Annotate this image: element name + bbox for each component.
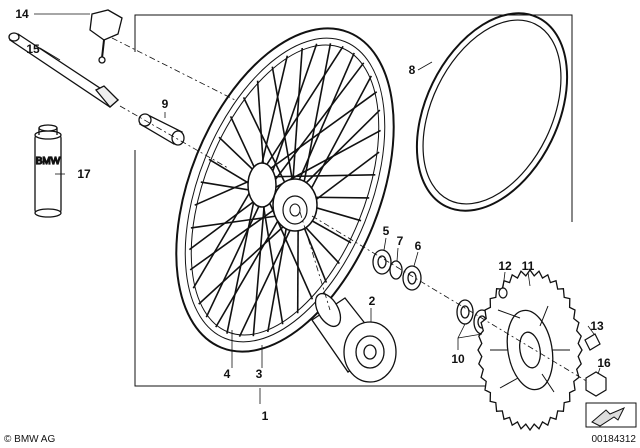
shaft-seal <box>402 265 422 291</box>
spoke <box>242 97 293 198</box>
spacer-sleeve <box>138 113 185 146</box>
part-number-10: 10 <box>451 352 465 366</box>
part-numbers: 1 2 3 4 5 6 7 8 9 10 11 12 13 14 15 16 1… <box>15 7 611 423</box>
spoke <box>205 192 266 318</box>
part-number-7: 7 <box>397 234 404 248</box>
wheel-bearing <box>372 249 392 275</box>
grease-can: BMW <box>34 124 62 218</box>
part-number-3: 3 <box>256 367 263 381</box>
spoke <box>198 212 299 305</box>
loose-hub <box>311 292 397 383</box>
part-number-11: 11 <box>522 259 535 273</box>
hex-bolt <box>585 371 607 397</box>
direction-arrow-icon <box>585 402 637 428</box>
spoke <box>258 91 378 178</box>
assembly-axis <box>111 37 589 383</box>
wheel-hub-assembled <box>247 162 318 232</box>
part-number-9: 9 <box>162 97 169 111</box>
part-number-6: 6 <box>415 239 422 253</box>
spoke <box>258 174 376 178</box>
disc-screw <box>584 333 601 351</box>
spoke <box>238 212 299 338</box>
tire-valve <box>89 9 123 64</box>
spoke <box>258 45 344 178</box>
spoke <box>258 55 289 178</box>
spoke <box>192 176 260 289</box>
part-number-14: 14 <box>15 7 29 21</box>
part-number-8: 8 <box>409 63 416 77</box>
part-number-12: 12 <box>498 259 512 273</box>
part-number-15: 15 <box>26 42 40 56</box>
can-label: BMW <box>36 156 61 167</box>
part-number-17: 17 <box>77 167 91 181</box>
part-number-4: 4 <box>224 367 231 381</box>
brake-disc <box>477 268 583 432</box>
washer <box>498 287 508 299</box>
part-number-16: 16 <box>597 356 611 370</box>
axle <box>8 32 120 108</box>
spoke <box>291 47 303 198</box>
part-number-13: 13 <box>590 319 604 333</box>
part-number-1: 1 <box>262 409 269 423</box>
part-number-5: 5 <box>383 224 390 238</box>
drawing-number: 00184312 <box>592 434 637 445</box>
copyright-notice: © BMW AG <box>4 434 55 445</box>
spacer-ring <box>389 260 403 280</box>
part-number-2: 2 <box>369 294 376 308</box>
leader-lines <box>34 13 601 404</box>
tire <box>415 12 569 212</box>
spoke <box>264 62 365 194</box>
spoke <box>264 43 318 194</box>
